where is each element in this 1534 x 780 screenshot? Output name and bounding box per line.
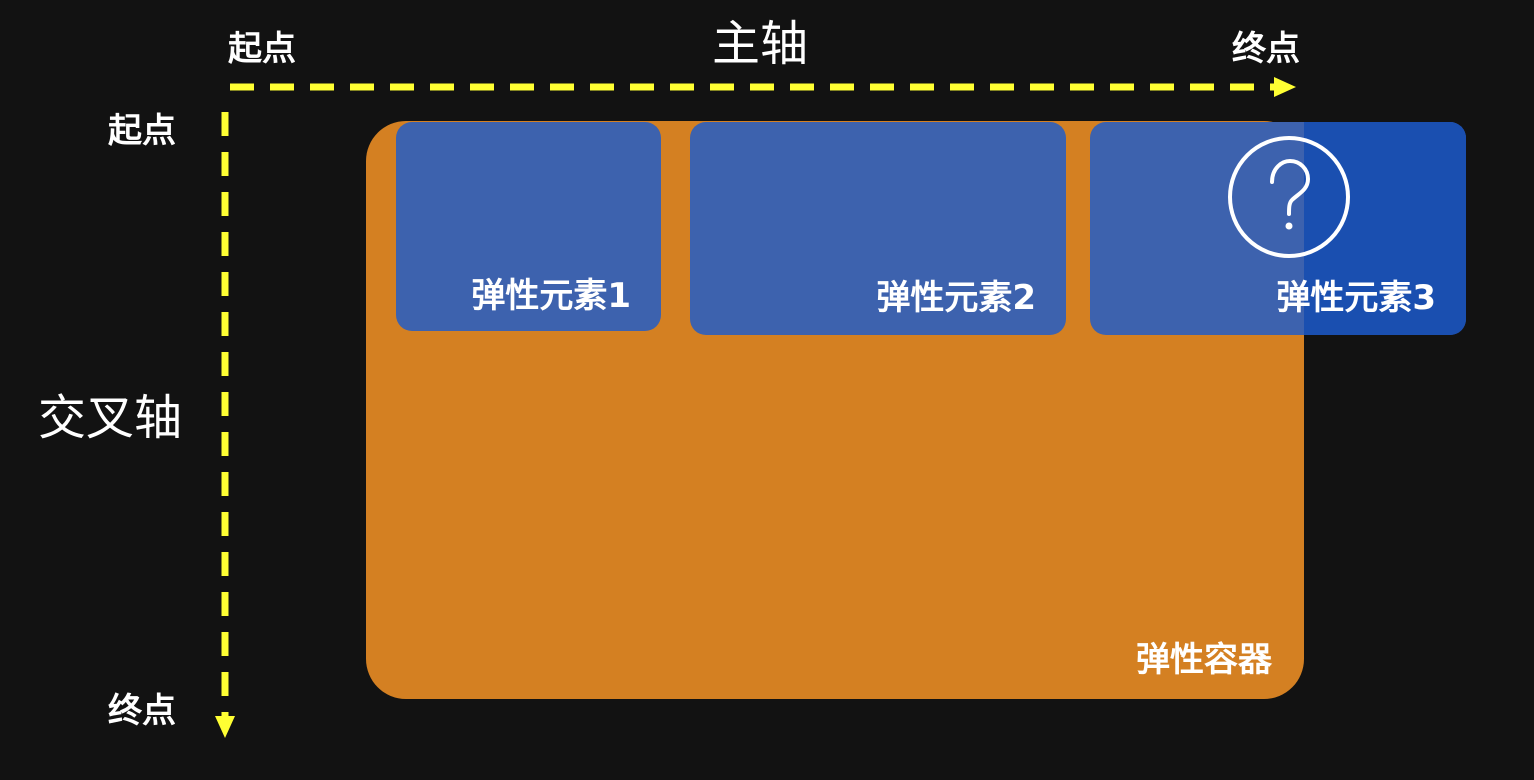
main-axis-title: 主轴 — [712, 16, 809, 72]
flex-item-2-label: 弹性元素2 — [876, 278, 1036, 318]
cross-axis-title: 交叉轴 — [38, 390, 183, 446]
cross-axis-end-label: 终点 — [108, 691, 176, 731]
cross-axis-arrow-icon — [215, 716, 235, 738]
main-axis-arrow-icon — [1274, 77, 1296, 97]
question-circle-icon — [1228, 136, 1350, 258]
flex-container-label: 弹性容器 — [1136, 640, 1272, 680]
cross-axis-start-label: 起点 — [108, 111, 176, 151]
main-axis-end-label: 终点 — [1232, 29, 1300, 69]
flex-item-3: 弹性元素3 — [1090, 122, 1466, 335]
flex-item-1-label: 弹性元素1 — [471, 276, 631, 316]
flex-item-3-label: 弹性元素3 — [1276, 278, 1436, 318]
main-axis-start-label: 起点 — [228, 29, 296, 69]
flex-item-1: 弹性元素1 — [396, 122, 661, 331]
flex-item-2: 弹性元素2 — [690, 122, 1066, 335]
